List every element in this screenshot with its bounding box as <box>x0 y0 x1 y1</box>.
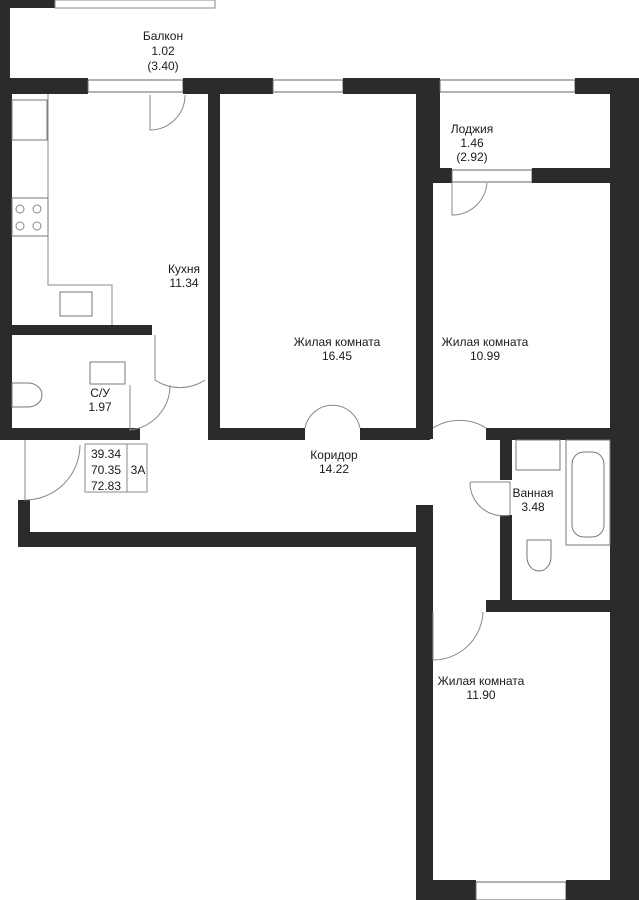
living1-area: 16.45 <box>322 349 352 363</box>
right-outer-wall-top <box>610 94 639 439</box>
bathroom-area: 3.48 <box>521 500 545 514</box>
balcony-left-wall <box>0 0 10 84</box>
loggia-area: 1.46 <box>460 136 484 150</box>
kitchen-top-wall-left <box>0 78 88 94</box>
loggia-left-wall <box>430 94 440 183</box>
kitchen-name: Кухня <box>168 262 200 276</box>
living1-bottom-wall-right <box>360 428 430 440</box>
bathroom-left-wall-bottom <box>500 515 512 605</box>
living2-name: Жилая комната <box>442 335 529 349</box>
summary-total-with-balcony: 72.83 <box>91 479 121 493</box>
bathroom-toilet-icon <box>526 539 552 572</box>
kitchen-bottom-wall <box>12 325 152 335</box>
loggia-bottom-wall-right <box>532 168 612 183</box>
living3-name: Жилая комната <box>438 674 525 688</box>
balcony-top-wall <box>0 0 55 8</box>
loggia-door-window <box>451 169 533 183</box>
summary-total-area: 70.35 <box>91 463 121 477</box>
wc-door <box>129 384 171 431</box>
wc-toilet-icon <box>11 382 43 408</box>
corridor-bottom-wall <box>18 532 418 547</box>
balcony-area-total: (3.40) <box>147 59 178 73</box>
living1-door <box>304 404 361 429</box>
kitchen-counter <box>47 94 113 325</box>
bathroom-name: Ванная <box>512 486 553 500</box>
summary-box <box>84 443 148 493</box>
top-wall-mid <box>343 78 440 94</box>
kitchen-door <box>154 335 206 389</box>
living3-window <box>475 881 567 900</box>
kitchen-living-partition <box>208 94 220 439</box>
fixtures <box>11 94 611 572</box>
loggia-area-total: (2.92) <box>456 150 487 164</box>
living3-bottom-wall-right <box>566 880 639 900</box>
summary-living-area: 39.34 <box>91 447 121 461</box>
corridor-left-wall <box>18 500 30 547</box>
doors <box>24 94 511 661</box>
summary-apartment-type: 3А <box>131 463 146 477</box>
living1-window <box>272 79 344 93</box>
balcony-area: 1.02 <box>151 44 175 58</box>
bathroom-left-wall-top <box>500 440 512 480</box>
wc-bottom-wall <box>0 428 140 440</box>
bathroom-door <box>469 481 511 517</box>
living3-area: 11.90 <box>466 688 495 702</box>
living1-bottom-wall-left <box>208 428 305 440</box>
kitchen-area: 11.34 <box>169 276 198 290</box>
right-outer-wall-bottom <box>610 440 639 900</box>
wc-sink-icon <box>89 361 126 385</box>
labels: Балкон 1.02 (3.40) Лоджия 1.46 (2.92) Ку… <box>88 29 553 702</box>
balcony-name: Балкон <box>143 29 183 43</box>
bathroom-sink-icon <box>515 439 561 471</box>
living3-door <box>432 611 484 661</box>
balcony-window <box>54 0 216 9</box>
wc-area: 1.97 <box>88 400 112 414</box>
living2-door <box>432 419 487 429</box>
bathroom-bottom-wall <box>486 600 610 612</box>
living3-left-wall <box>416 505 433 900</box>
wc-name: С/У <box>90 386 110 400</box>
stove-icon <box>11 197 49 237</box>
living2-area: 10.99 <box>470 349 500 363</box>
fridge-icon <box>11 99 48 141</box>
top-wall-mid-left <box>183 78 273 94</box>
loggia-window <box>439 79 576 93</box>
living1-name: Жилая комната <box>294 335 381 349</box>
balcony-door <box>149 94 186 131</box>
corridor-area: 14.22 <box>319 462 349 476</box>
corridor-name: Коридор <box>310 448 358 462</box>
living2-bottom-wall <box>486 428 639 440</box>
kitchen-window <box>87 79 184 93</box>
top-wall-right <box>575 78 639 94</box>
bathtub-inner <box>571 451 605 538</box>
living-partition <box>416 94 433 439</box>
kitchen-sink-icon <box>59 291 93 317</box>
entry-door <box>24 440 81 501</box>
left-outer-wall <box>0 78 12 440</box>
loggia-name: Лоджия <box>451 122 494 136</box>
loggia-door <box>451 182 488 216</box>
living3-bottom-wall-left <box>416 880 476 900</box>
